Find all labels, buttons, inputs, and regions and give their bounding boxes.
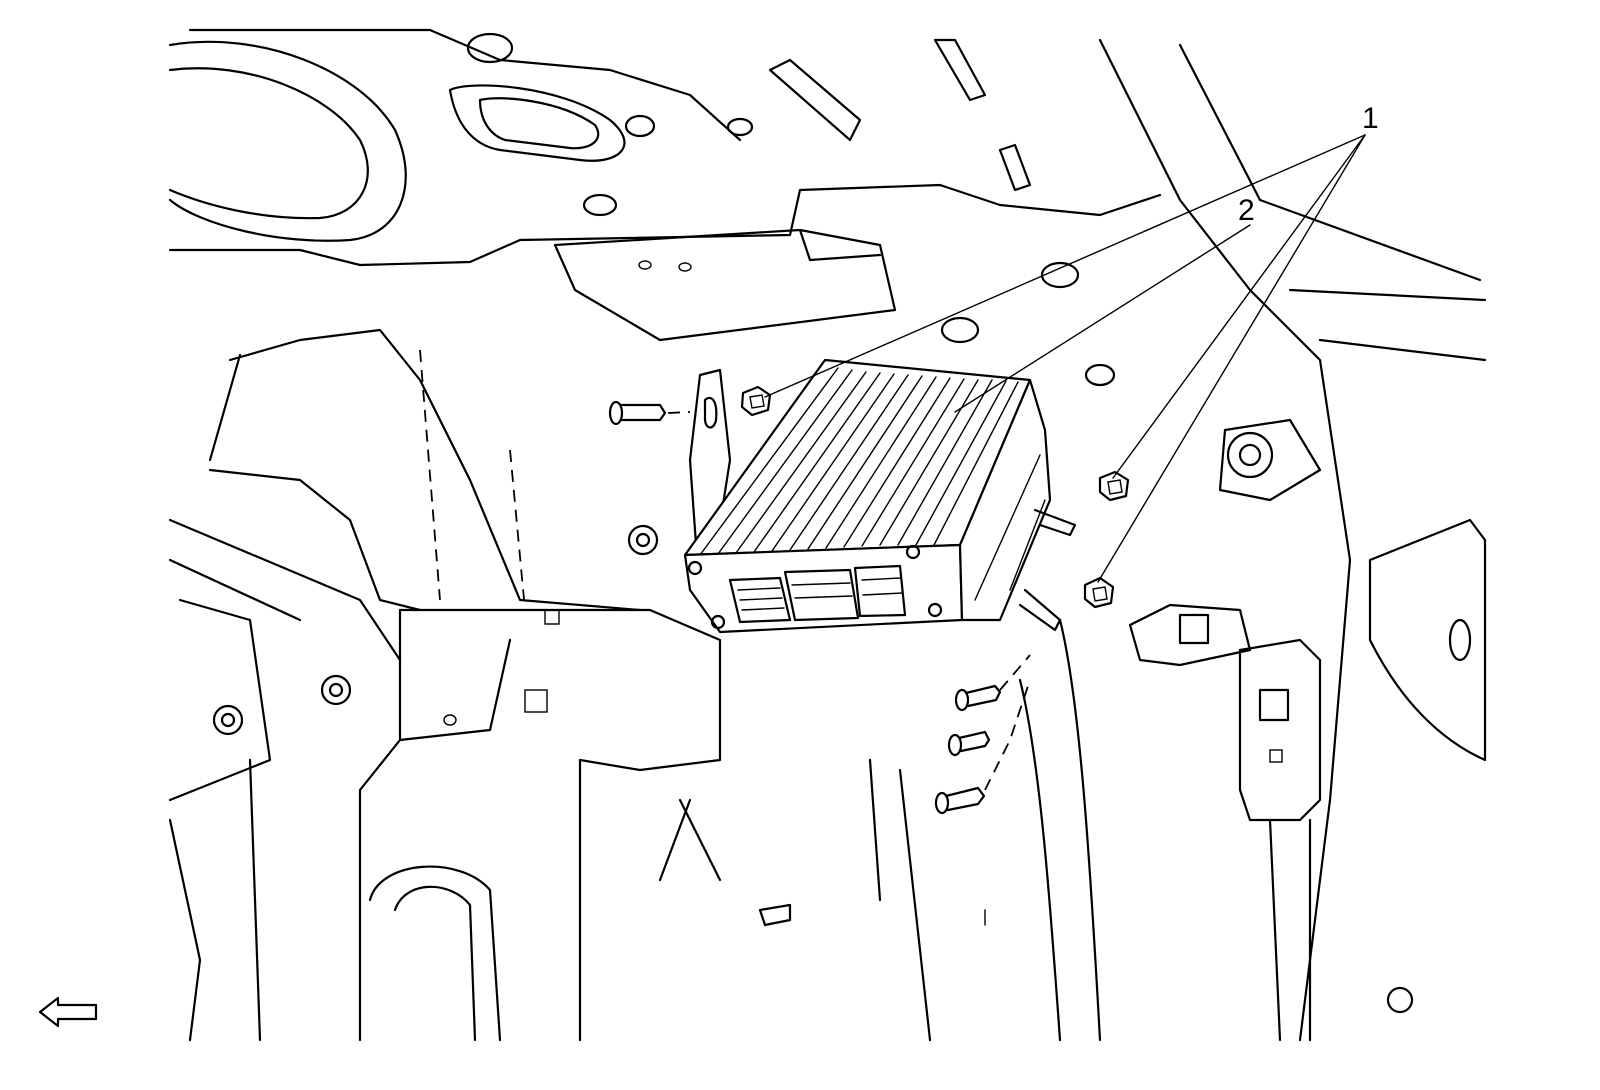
callout-leaders: [764, 134, 1366, 583]
harness-connectors: [728, 564, 907, 624]
cooling-fins: [699, 367, 1019, 556]
bolt-left: [608, 400, 691, 426]
bolt-lower-2: [947, 730, 991, 757]
nut-upper-left: [740, 385, 772, 417]
bolt-lower-3: [934, 679, 1031, 815]
nut-right-upper: [1098, 470, 1130, 502]
nut-right-lower: [1083, 576, 1115, 609]
callout-1: 1: [1362, 102, 1379, 135]
bolt-lower-1: [954, 654, 1031, 712]
amplifier-module: [683, 358, 1077, 634]
left-arrow-icon: [38, 996, 98, 1028]
vehicle-body-structure: [168, 28, 1487, 1042]
callout-2: 2: [1238, 194, 1255, 227]
